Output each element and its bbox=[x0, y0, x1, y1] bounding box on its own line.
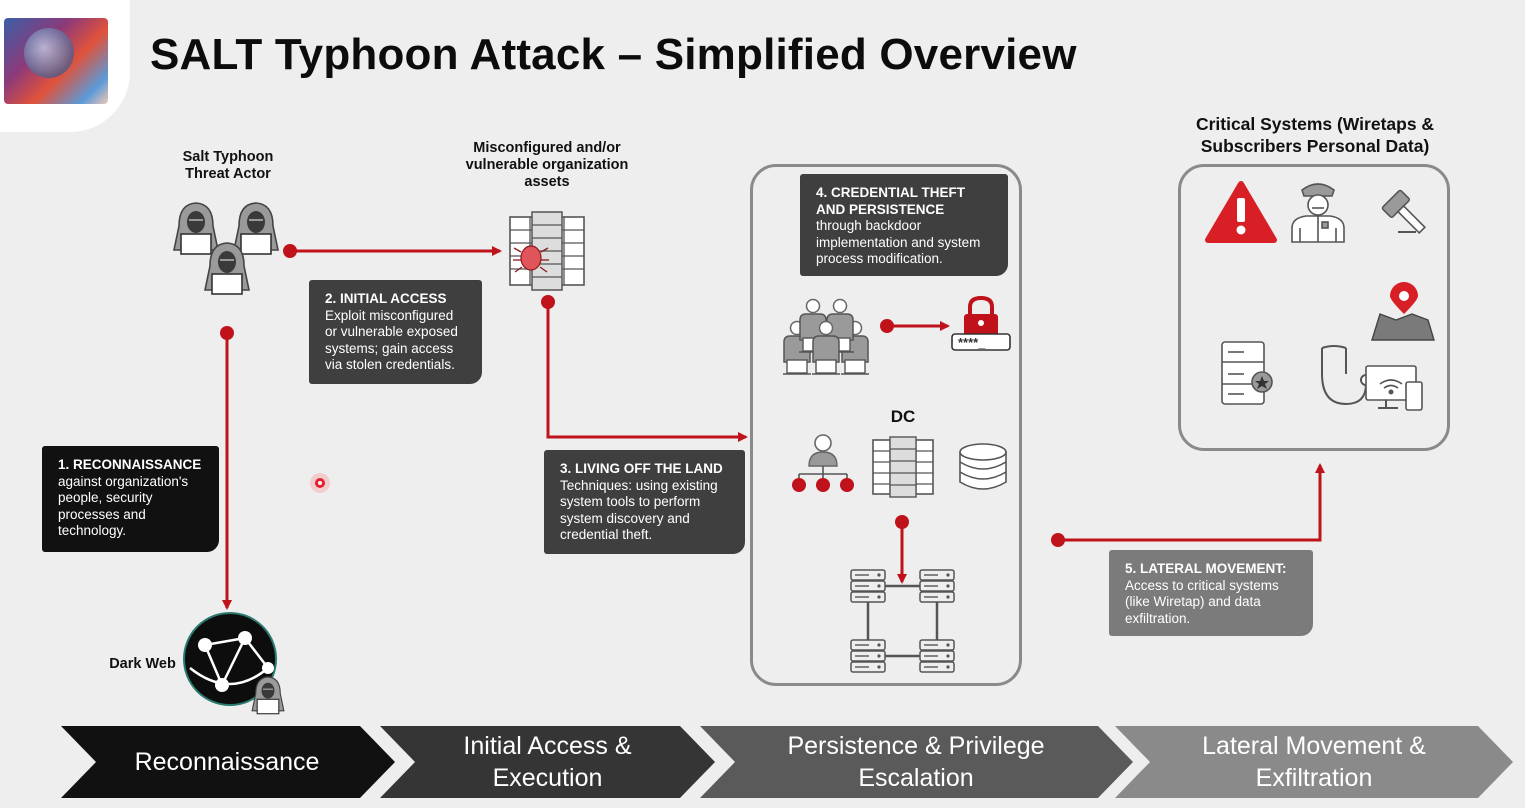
password-mask: ****_ bbox=[958, 335, 986, 350]
phase-persistence-chevron bbox=[700, 726, 1133, 798]
phase-bar: Reconnaissance Initial Access & Executio… bbox=[0, 726, 1525, 798]
step-4-card: 4. CREDENTIAL THEFT AND PERSISTENCE thro… bbox=[800, 174, 1008, 276]
step-3-title: 3. LIVING OFF THE LAND bbox=[560, 461, 723, 476]
step-5-title: 5. LATERAL MOVEMENT: bbox=[1125, 561, 1287, 576]
phase-1-label: Reconnaissance bbox=[134, 748, 320, 776]
dark-web-icon bbox=[183, 612, 285, 715]
step-1-card: 1. RECONNAISSANCE against organization's… bbox=[42, 446, 219, 552]
step-3-card: 3. LIVING OFF THE LAND Techniques: using… bbox=[544, 450, 745, 554]
medical-iot-icon bbox=[1321, 345, 1423, 411]
step-4-text: through backdoor implementation and syst… bbox=[816, 218, 981, 266]
critical-systems-panel bbox=[1178, 164, 1450, 451]
org-assets-label: Misconfigured and/or vulnerable organiza… bbox=[465, 140, 629, 190]
step-4-title: 4. CREDENTIAL THEFT AND PERSISTENCE bbox=[816, 185, 966, 217]
logo bbox=[0, 0, 130, 132]
threat-actor-label: Salt Typhoon Threat Actor bbox=[182, 149, 274, 182]
dc-label: DC bbox=[890, 407, 916, 426]
warning-icon bbox=[1205, 181, 1277, 243]
phase-initial-access-chevron bbox=[380, 726, 715, 798]
gavel-icon bbox=[1381, 189, 1427, 235]
domain-controller-icon bbox=[872, 436, 934, 498]
phase-4-label: Lateral Movement & Exfiltration bbox=[1202, 732, 1426, 792]
location-map-icon bbox=[1371, 282, 1435, 341]
step-2-text: Exploit misconfigured or vulnerable expo… bbox=[325, 307, 458, 373]
threat-actor-icon bbox=[173, 202, 279, 295]
users-icon bbox=[782, 298, 870, 375]
police-officer-icon bbox=[1291, 183, 1345, 243]
step-5-card: 5. LATERAL MOVEMENT: Access to critical … bbox=[1109, 550, 1313, 636]
step-1-text: against organization's people, security … bbox=[58, 473, 189, 539]
salt-typhoon-artwork bbox=[4, 18, 108, 104]
attack-path-arrows bbox=[222, 246, 1325, 610]
secure-server-icon bbox=[1221, 341, 1273, 405]
phase-reconnaissance-chevron bbox=[61, 726, 395, 798]
server-network-icon bbox=[850, 569, 955, 673]
step-2-title: 2. INITIAL ACCESS bbox=[325, 291, 447, 306]
laser-pointer-icon bbox=[310, 473, 330, 493]
page-title: SALT Typhoon Attack – Simplified Overvie… bbox=[150, 30, 1077, 79]
phase-lateral-movement-chevron bbox=[1115, 726, 1513, 798]
persistence-panel bbox=[750, 164, 1022, 686]
password-lock-icon: ****_ bbox=[951, 295, 1011, 351]
step-3-text: Techniques: using existing system tools … bbox=[560, 477, 718, 543]
step-2-card: 2. INITIAL ACCESS Exploit misconfigured … bbox=[309, 280, 482, 384]
database-icon bbox=[959, 443, 1007, 490]
step-5-text: Access to critical systems (like Wiretap… bbox=[1125, 577, 1279, 626]
step-1-title: 1. RECONNAISSANCE bbox=[58, 457, 202, 472]
phase-2-label: Initial Access & Execution bbox=[463, 732, 632, 792]
phase-3-label: Persistence & Privilege Escalation bbox=[787, 732, 1045, 792]
critical-systems-label: Critical Systems (Wiretaps & Subscribers… bbox=[1195, 114, 1435, 156]
dark-web-label: Dark Web bbox=[109, 656, 176, 672]
hierarchy-icon bbox=[792, 434, 854, 492]
vulnerable-server-icon bbox=[509, 211, 585, 291]
